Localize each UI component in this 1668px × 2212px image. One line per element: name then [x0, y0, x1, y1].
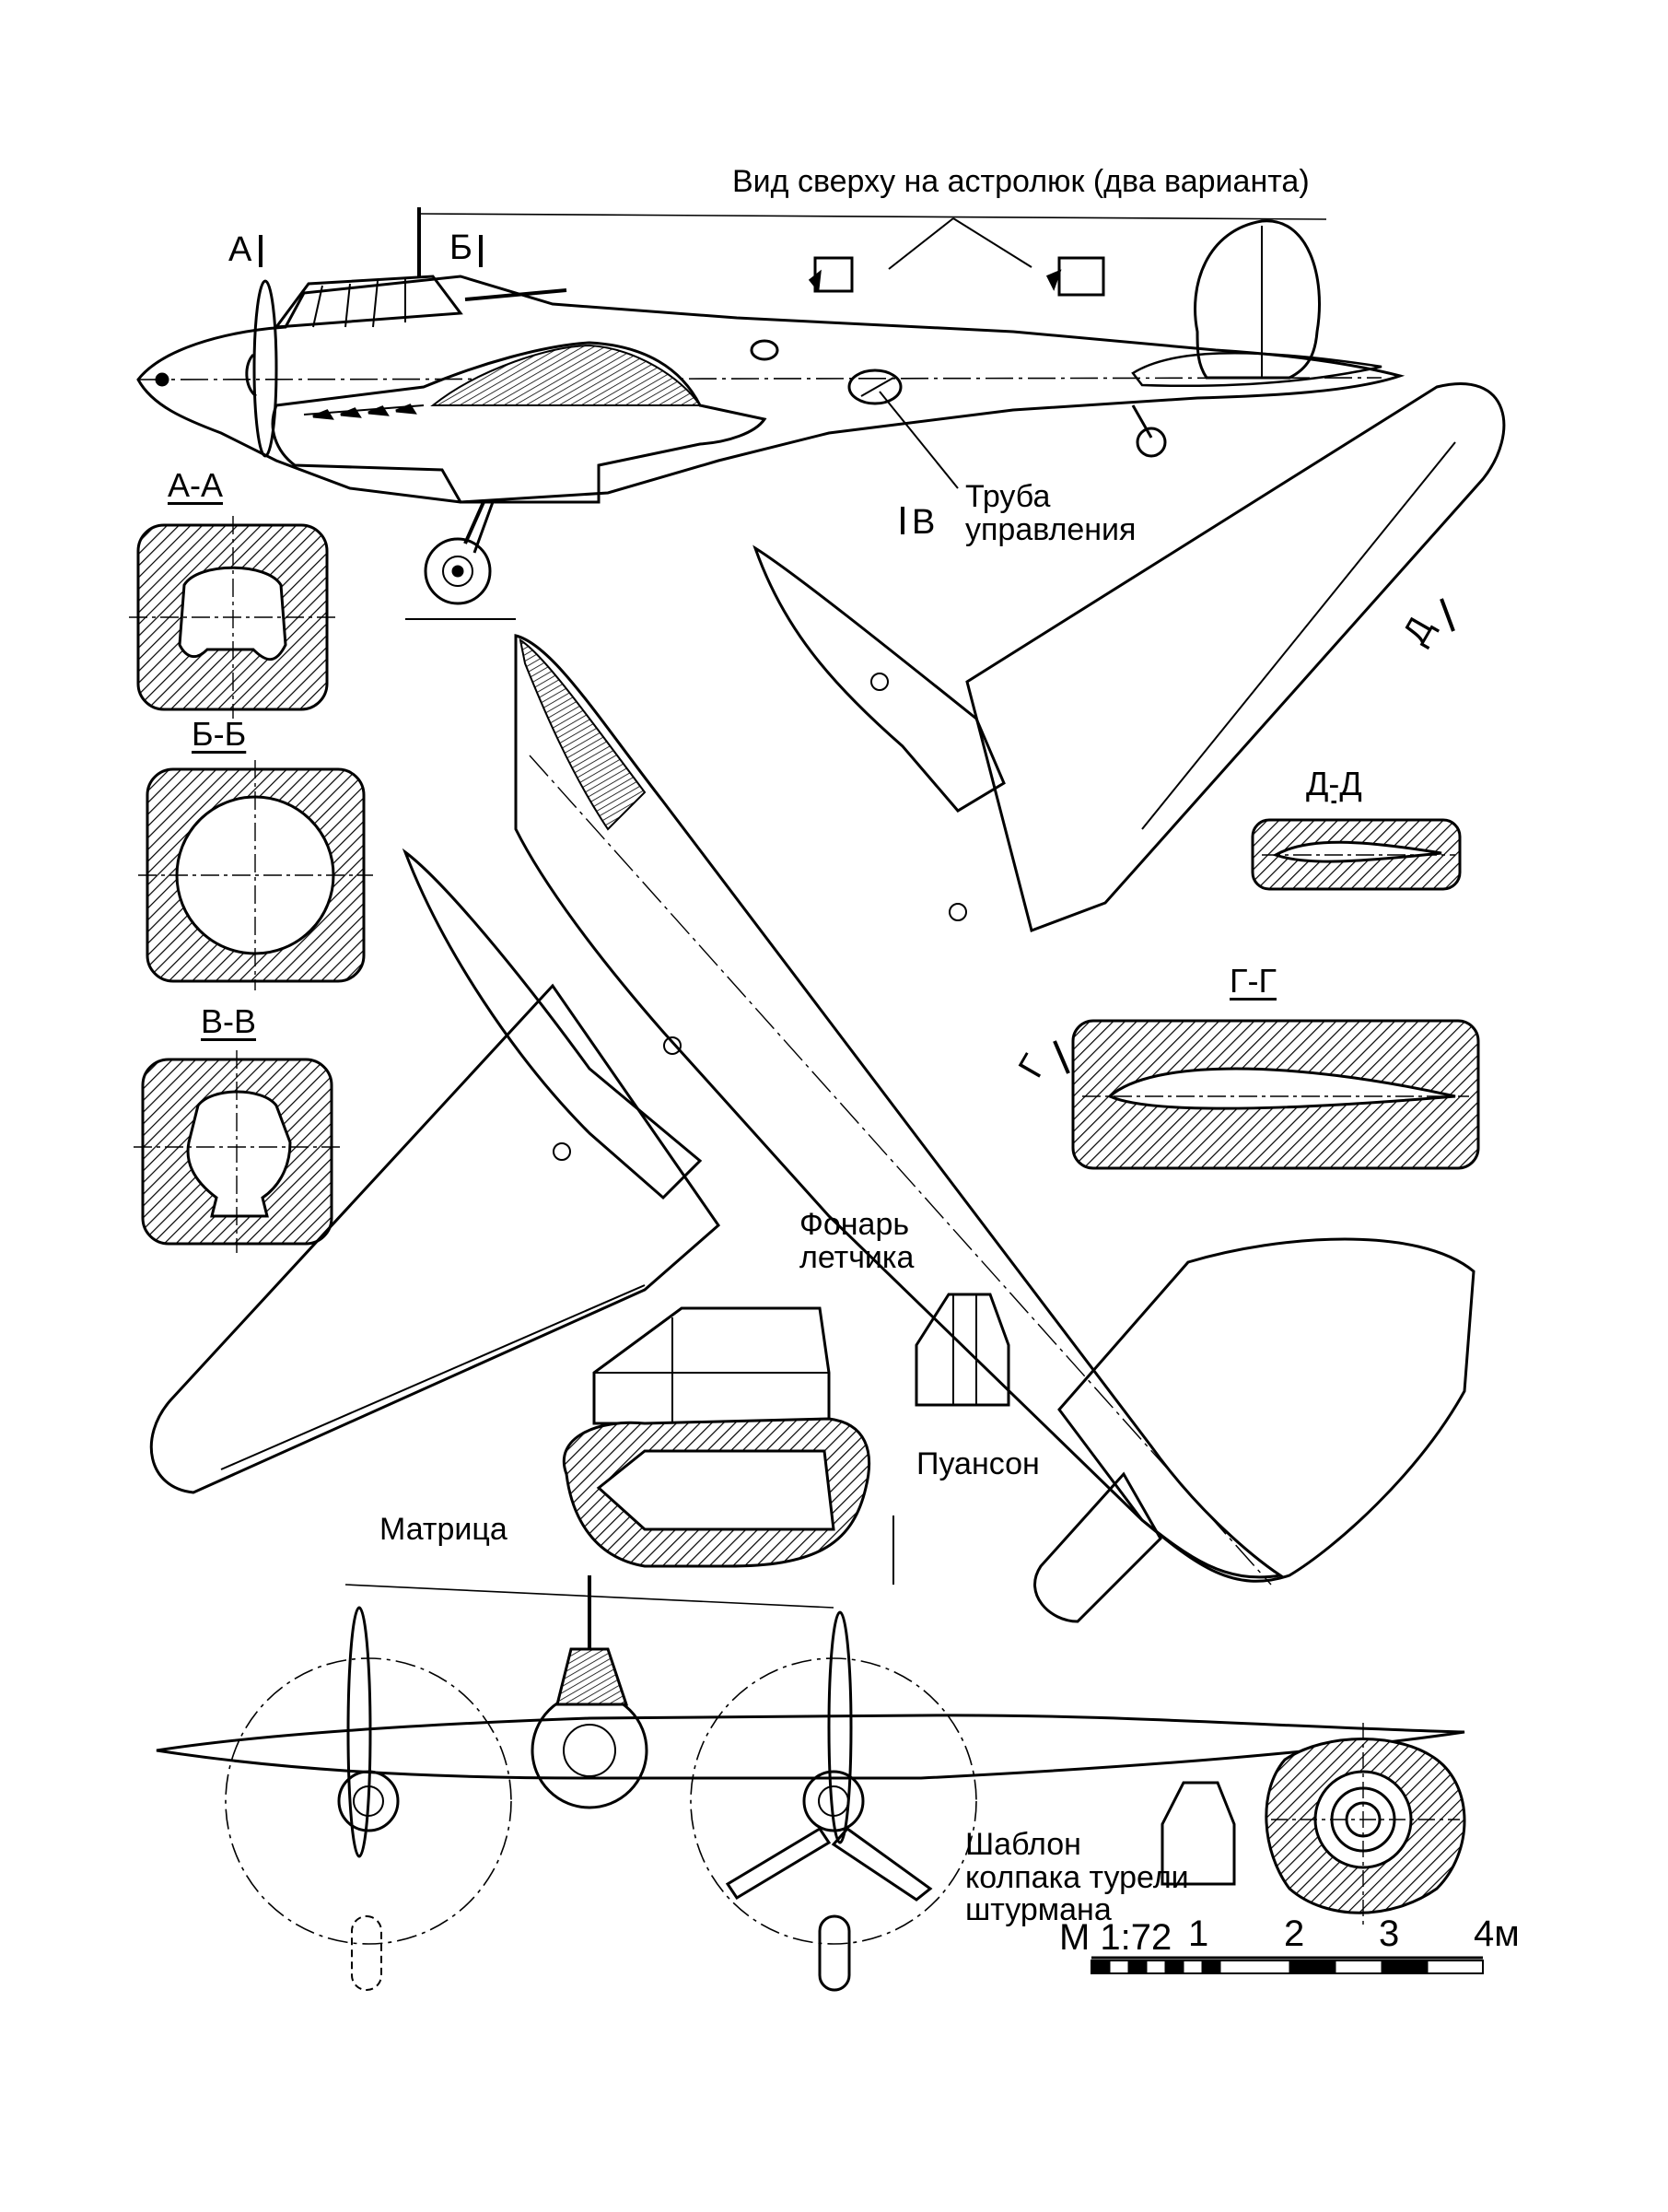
turret-template-label: Шаблон колпака турели штурмана — [965, 1827, 1189, 1928]
section-bb-title: Б-Б — [192, 715, 247, 753]
side-view — [136, 207, 1406, 620]
scale-tick-4m: 4м — [1474, 1914, 1520, 1954]
turret-template — [1161, 1723, 1466, 1925]
section-mark-b: Б — [449, 228, 472, 267]
scale-tick-3: 3 — [1379, 1914, 1400, 1954]
plan-view — [149, 382, 1506, 1623]
scale-tick-2: 2 — [1284, 1914, 1305, 1954]
scale-ratio: М 1:72 — [1059, 1917, 1172, 1958]
section-dd-drawing — [1251, 818, 1462, 891]
front-view — [156, 1575, 1465, 1992]
section-vv-drawing — [134, 1050, 341, 1253]
section-bb-drawing — [138, 760, 373, 990]
section-mark-v: В — [912, 503, 936, 542]
scale-tick-1: 1 — [1188, 1914, 1209, 1954]
scale-bar — [1091, 1956, 1484, 1974]
section-vv-title: В-В — [201, 1002, 257, 1040]
section-gg-title: Г-Г — [1230, 962, 1277, 1000]
pilot-canopy-label: Фонарь летчика — [799, 1207, 915, 1275]
astro-hatch-label: Вид сверху на астролюк (два варианта) — [732, 164, 1310, 199]
section-gg-drawing — [1071, 1019, 1480, 1170]
control-pipe-label: Труба управления — [965, 479, 1137, 547]
section-aa-title: А-А — [168, 466, 224, 504]
section-mark-a: А — [228, 230, 252, 269]
die-label: Матрица — [379, 1512, 507, 1547]
punch-label: Пуансон — [916, 1446, 1040, 1481]
section-dd-title: Д-Д — [1306, 765, 1362, 802]
section-aa-drawing — [129, 516, 336, 719]
canopy-mold — [562, 1293, 1010, 1585]
